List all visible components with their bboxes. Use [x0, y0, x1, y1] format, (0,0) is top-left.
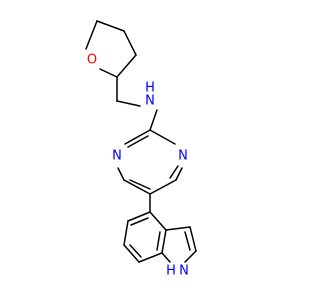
- bond-c3-c2: [189, 226, 197, 252]
- pyrimidine-ring: [117, 129, 183, 195]
- bond-n3-c4: [175, 167, 183, 181]
- atom-n-indole: N: [179, 264, 189, 279]
- bond-c2-n1: [124, 129, 151, 145]
- bond-n1-c6: [117, 167, 125, 181]
- bond-c4-c5: [149, 179, 177, 195]
- atom-o-thf: O: [87, 53, 97, 68]
- bond-c4-c3a: [149, 211, 167, 231]
- bond-c6-c5-inner: [129, 179, 151, 190]
- bond-n3-c4-inner: [169, 165, 179, 179]
- bond-o-c2: [85, 20, 98, 50]
- bond-nh-c2pyr: [149, 109, 158, 131]
- bond-c3-c2-inner: [184, 231, 191, 251]
- atom-n-pyrimidine-right: N: [178, 149, 188, 164]
- bond-c6-c5: [123, 179, 151, 195]
- bond-c3-c4: [123, 30, 137, 56]
- bond-c2-n1i: [184, 250, 197, 263]
- bond-c2-n3: [149, 129, 176, 145]
- bond-c4-c5i: [127, 211, 151, 222]
- bond-c2-c3: [96, 20, 125, 32]
- molecule-svg: O N H N N N H: [85, 20, 197, 279]
- bond-n1i-c7a: [161, 252, 171, 263]
- atom-n-amine: N: [145, 94, 155, 109]
- bond-c4-c5: [116, 54, 137, 78]
- bond-c6i-c7: [123, 244, 140, 263]
- bond-c7a-c3a: [161, 229, 167, 254]
- bond-ch2-nh: [116, 100, 141, 107]
- bond-c2-n1-inner: [127, 135, 149, 148]
- bond-c4-c5i-inner: [130, 217, 149, 226]
- bond-c6i-c7-inner: [129, 244, 142, 258]
- bond-c5i-c6i: [123, 220, 129, 246]
- molecule-structure-diagram: O N H N N N H: [85, 20, 197, 279]
- indole-benzene-ring: [123, 211, 167, 263]
- atom-h-amine: H: [145, 81, 155, 96]
- bond-c3a-c3: [165, 226, 191, 231]
- bond-c7a-c3a-inner: [156, 231, 161, 251]
- atom-n-pyrimidine-left: N: [112, 149, 122, 164]
- bond-c7-c7a: [138, 252, 163, 263]
- atom-h-indole: H: [166, 264, 176, 279]
- thf-ring: [85, 20, 137, 78]
- bond-c5-o: [99, 68, 118, 78]
- indole-pyrrole-ring: [161, 226, 197, 263]
